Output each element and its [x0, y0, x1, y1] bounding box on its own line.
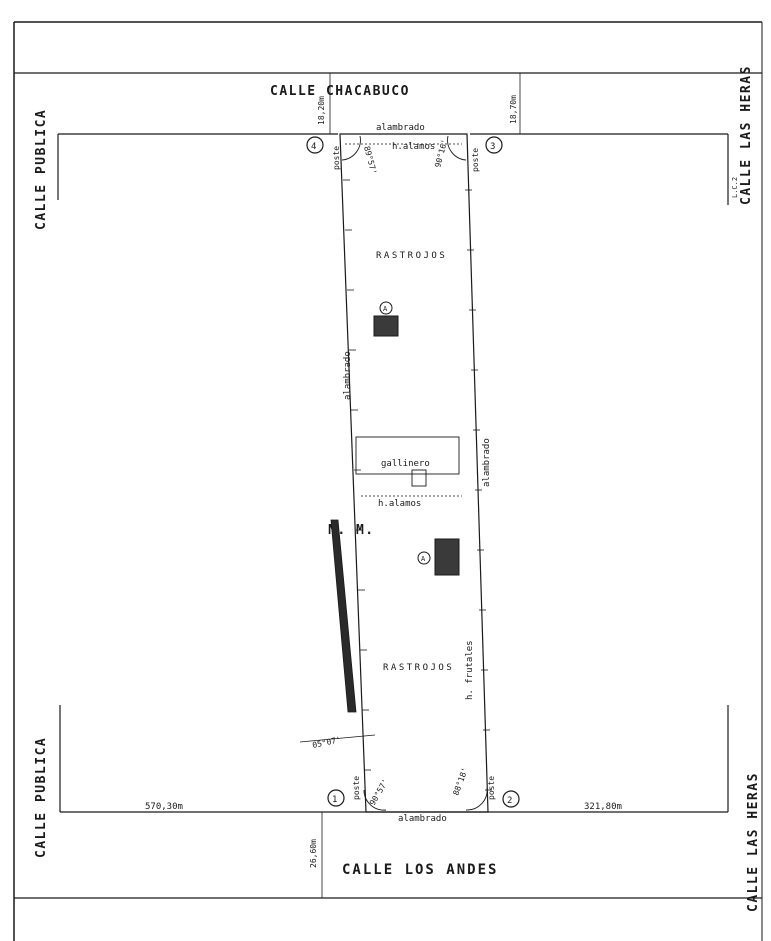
label-rastrojos-bottom: RASTROJOS	[383, 663, 454, 673]
building-a-top-footprint	[373, 315, 399, 337]
label-poste-v4: poste	[332, 146, 341, 170]
angle-v2: 88°18'	[451, 766, 469, 796]
street-name-west-top: CALLE PUBLICA	[34, 109, 49, 230]
angle-v4: 89°57'	[362, 145, 378, 175]
label-rastrojos-top: RASTROJOS	[376, 251, 447, 261]
dim-north-left-label: 18,20m	[317, 96, 326, 125]
street-name-east-bottom: CALLE LAS HERAS	[746, 772, 761, 912]
label-h-frutales: h. frutales	[465, 640, 475, 700]
vertex-2: 2	[502, 790, 520, 808]
angle-arc-v1	[363, 789, 387, 811]
svg-text:1: 1	[332, 795, 337, 805]
svg-text:2: 2	[507, 796, 512, 806]
vertex-1: 1	[327, 789, 345, 807]
dim-south-width-label: 26,60m	[309, 839, 318, 868]
angle-arc-v3	[447, 135, 467, 161]
dim-south-right-distance: 321,80m	[584, 802, 622, 812]
east-lc-note: L.C.2	[731, 177, 739, 198]
label-poste-v3: poste	[471, 148, 480, 172]
building-a-bottom-footprint	[434, 538, 460, 576]
gallinero-enclosure	[355, 436, 460, 475]
angle-v1: 90°57'	[368, 777, 390, 807]
label-gallinero: gallinero	[381, 459, 430, 469]
vertex-3: 3	[485, 136, 503, 154]
angle-arc-v4	[341, 135, 361, 161]
label-poste-v1: poste	[352, 776, 361, 800]
dim-north-right-label: 18,70m	[509, 95, 518, 124]
fence-ticks	[343, 179, 492, 791]
label-alambrado-west: alambrado	[343, 351, 353, 400]
angle-v3: 90°16'	[433, 138, 449, 168]
label-alambrado-north: alambrado	[376, 123, 425, 133]
north-deviation-line	[299, 734, 376, 743]
street-name-north: CALLE CHACABUCO	[270, 84, 410, 99]
label-poste-v2: poste	[487, 776, 496, 800]
label-h-alamos-north: h.alamos	[392, 142, 435, 152]
label-alambrado-east: alambrado	[482, 438, 492, 487]
label-alambrado-south: alambrado	[398, 814, 447, 824]
label-h-alamos-mid: h.alamos	[378, 499, 421, 509]
svg-text:4: 4	[311, 142, 316, 152]
svg-text:3: 3	[490, 142, 495, 152]
street-name-south: CALLE LOS ANDES	[342, 862, 498, 878]
angle-arc-v2	[465, 787, 488, 811]
dim-south-left-distance: 570,30m	[145, 802, 183, 812]
svg-text:A: A	[421, 555, 426, 563]
gallinero-shed	[411, 469, 427, 487]
street-name-west-bottom: CALLE PUBLICA	[34, 737, 49, 858]
vertex-4: 4	[306, 136, 324, 154]
street-name-east-top: CALLE LAS HERAS	[739, 65, 754, 205]
angle-north-deviation: 05°07'	[312, 735, 342, 750]
building-a-bottom: A	[417, 551, 431, 565]
north-arrow-icon	[330, 519, 357, 713]
building-a-top: A	[379, 301, 393, 315]
svg-text:A: A	[383, 305, 388, 313]
parcel-boundary	[339, 133, 489, 813]
